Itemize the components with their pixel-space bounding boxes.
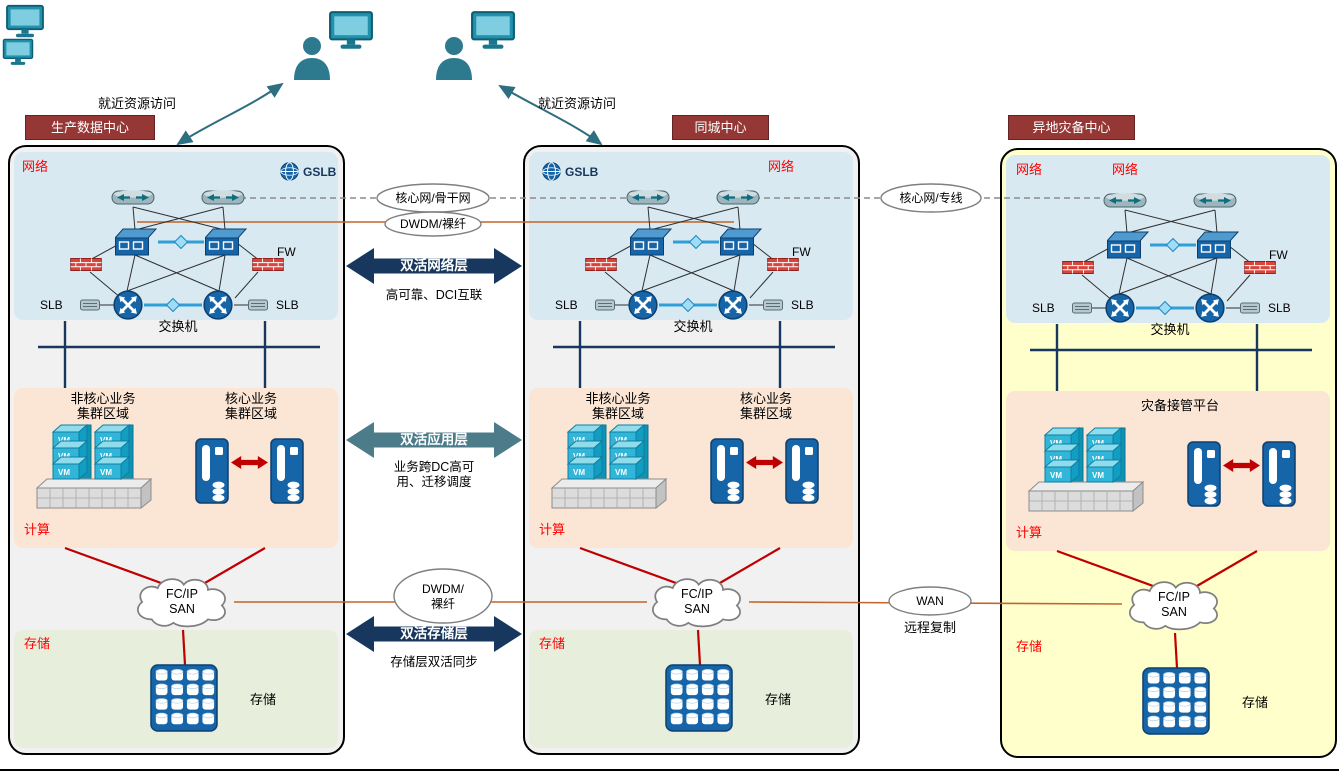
label-line: SAN <box>1161 605 1187 619</box>
dc3-san-label: FC/IP SAN <box>1158 590 1190 620</box>
dc2-switch-label: 交换机 <box>673 319 713 334</box>
dc3-fw-label: FW <box>1269 248 1288 262</box>
core-private-label: 核心网/专线 <box>899 191 963 205</box>
label-line: FC/IP <box>1158 590 1190 604</box>
storage-arrow-label: 双活存储层 <box>400 626 468 641</box>
dc3-storage-device-label: 存储 <box>1242 695 1269 710</box>
dc2-compute-label: 计算 <box>539 522 566 537</box>
dc3-network-section <box>1006 155 1330 323</box>
label-line: SAN <box>684 602 710 616</box>
core-backbone-label: 核心网/骨干网 <box>395 191 471 205</box>
network-arrow-label: 双活网络层 <box>400 258 468 273</box>
wan-note-label: 远程复制 <box>903 620 957 635</box>
dc2-storage-section <box>529 630 853 748</box>
network-arrow-note: 高可靠、DCI互联 <box>385 288 483 302</box>
app-arrow-label: 双活应用层 <box>400 432 468 447</box>
dc1-gslb-label: GSLB <box>303 165 337 179</box>
dc3-storage-label: 存储 <box>1016 639 1043 654</box>
dc3-switch-label: 交换机 <box>1150 322 1190 337</box>
dc1-noncore-cluster-label: 非核心业务 集群区域 <box>70 391 135 421</box>
label-line: 非核心业务 <box>70 391 136 406</box>
label-line: DWDM/ <box>422 582 464 596</box>
dc2-compute-section <box>529 388 853 548</box>
label-line: 裸纤 <box>430 597 455 611</box>
dc1-title: 生产数据中心 <box>25 115 155 140</box>
label-line: 核心业务 <box>739 391 793 406</box>
dc2-network-label: 网络 <box>768 159 795 174</box>
dc2-noncore-cluster-label: 非核心业务 集群区域 <box>585 391 650 421</box>
client-monitor-icon <box>2 38 34 66</box>
dc1-slb-left-label: SLB <box>40 298 63 312</box>
dc2-slb-right-label: SLB <box>791 298 814 312</box>
access-label: 就近资源访问 <box>97 96 177 111</box>
dc2-core-cluster-label: 核心业务 集群区域 <box>740 391 792 421</box>
label-line: FC/IP <box>166 587 198 601</box>
dc1-san-label: FC/IP SAN <box>166 587 198 617</box>
dc3-compute-section <box>1006 391 1330 551</box>
dc3-network-label-left: 网络 <box>1016 162 1043 177</box>
dc2-fw-label: FW <box>792 245 811 259</box>
dc1-fw-label: FW <box>277 245 296 259</box>
label-line: FC/IP <box>681 587 713 601</box>
dc1-network-section <box>14 152 338 320</box>
access-arrow-2 <box>498 84 603 146</box>
dc2-san-label: FC/IP SAN <box>681 587 713 617</box>
dc1-compute-label: 计算 <box>24 522 51 537</box>
client-monitor-icon <box>471 11 515 50</box>
dc1-compute-section <box>14 388 338 548</box>
user-person-icon <box>294 37 330 80</box>
label-line: 集群区域 <box>739 406 793 421</box>
dc1-storage-section <box>14 630 338 748</box>
dc1-switch-label: 交换机 <box>158 319 198 334</box>
dc3-title: 异地灾备中心 <box>1008 115 1135 140</box>
dc3-network-label-right: 网络 <box>1112 162 1139 177</box>
dc2-storage-label: 存储 <box>539 636 566 651</box>
dc3-slb-left-label: SLB <box>1032 301 1055 315</box>
label-line: 集群区域 <box>591 406 645 421</box>
dc3-compute-label: 计算 <box>1016 525 1043 540</box>
dc2-title: 同城中心 <box>672 115 769 140</box>
dc1-network-label: 网络 <box>22 159 49 174</box>
client-monitor-icon <box>329 11 373 50</box>
dc3-platform-label: 灾备接管平台 <box>1140 398 1220 413</box>
dc1-slb-right-label: SLB <box>276 298 299 312</box>
dc1-storage-device-label: 存储 <box>250 692 277 707</box>
label-line: 集群区域 <box>224 406 278 421</box>
dwdm-storage-label: DWDM/ 裸纤 <box>422 582 464 612</box>
label-line: 核心业务 <box>224 391 278 406</box>
storage-arrow-note: 存储层双活同步 <box>390 655 478 669</box>
dc1-core-cluster-label: 核心业务 集群区域 <box>225 391 277 421</box>
access-arrow-1 <box>176 82 284 146</box>
client-monitor-icon <box>6 4 44 39</box>
dwdm-top-label: DWDM/裸纤 <box>400 217 466 231</box>
label-line: SAN <box>169 602 195 616</box>
dc2-storage-device-label: 存储 <box>765 692 792 707</box>
user-person-icon <box>436 37 472 80</box>
label-line: 集群区域 <box>76 406 130 421</box>
dc1-storage-label: 存储 <box>24 636 51 651</box>
app-arrow-note: 业务跨DC高可 用、迁移调度 <box>394 460 475 490</box>
wan-label: WAN <box>916 594 944 608</box>
access-label: 就近资源访问 <box>537 96 617 111</box>
dc3-slb-right-label: SLB <box>1268 301 1291 315</box>
label-line: 业务跨DC高可 <box>393 460 475 474</box>
label-line: 用、迁移调度 <box>396 475 472 489</box>
dc2-slb-left-label: SLB <box>555 298 578 312</box>
label-line: 非核心业务 <box>585 391 651 406</box>
dc2-gslb-label: GSLB <box>565 165 599 179</box>
